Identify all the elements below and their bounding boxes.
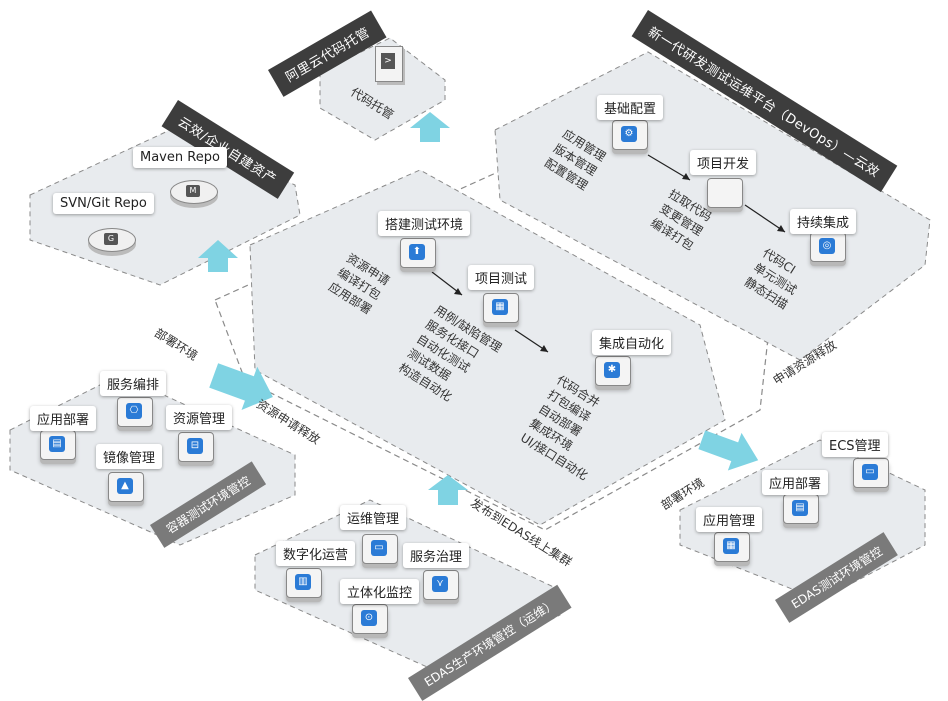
monitor-label: 立体化监控 xyxy=(340,579,420,604)
governance-label: 服务治理 xyxy=(403,543,470,568)
edas-deploy-label: 应用部署 xyxy=(762,470,829,495)
resource-icon: ⊟ xyxy=(178,432,214,466)
ci-icon: ◎ xyxy=(810,232,846,266)
monitor-icon: ⊙ xyxy=(352,604,388,638)
project-test-label: 项目测试 xyxy=(468,265,535,290)
orchestration-label: 服务编排 xyxy=(100,371,167,396)
project-dev-label: 项目开发 xyxy=(690,150,757,175)
connector-basic-to-dev xyxy=(647,154,691,181)
ci-label: 持续集成 xyxy=(790,209,857,234)
ops-label: 运维管理 xyxy=(340,505,407,530)
maven-repo-label: Maven Repo xyxy=(133,147,227,168)
ecs-label: ECS管理 xyxy=(822,432,888,457)
maven-repo-icon: M xyxy=(170,180,218,206)
project-dev-icon xyxy=(707,178,743,212)
integration-icon: ✱ xyxy=(595,356,631,390)
aliyun-repo-panel xyxy=(319,37,446,141)
edas-app-label: 应用管理 xyxy=(696,507,763,532)
image-icon: ▲ xyxy=(108,472,144,506)
build-env-icon: ⬆ xyxy=(400,238,436,272)
governance-icon: ⋎ xyxy=(423,570,459,604)
arrow-production xyxy=(428,475,468,505)
basic-config-icon: ⚙ xyxy=(612,120,648,154)
edas-app-icon: ▦ xyxy=(714,532,750,566)
digital-label: 数字化运营 xyxy=(276,541,356,566)
project-test-icon: ▦ xyxy=(483,293,519,327)
build-env-label: 搭建测试环境 xyxy=(378,211,471,236)
resource-label: 资源管理 xyxy=(166,405,233,430)
connector-dev-to-ci xyxy=(744,204,786,233)
edas-deploy-icon: ▤ xyxy=(783,494,819,528)
orchestration-icon: ⎔ xyxy=(117,397,153,431)
digital-icon: ▥ xyxy=(286,568,322,602)
svn-repo-icon: G xyxy=(88,228,136,254)
basic-config-label: 基础配置 xyxy=(597,95,664,120)
image-label: 镜像管理 xyxy=(96,444,163,469)
testing-panel xyxy=(249,169,726,526)
ecs-icon: ▭ xyxy=(853,458,889,492)
arrow-to-aliyun xyxy=(410,112,450,142)
svn-repo-label: SVN/Git Repo xyxy=(53,193,154,214)
code-repo-icon: > xyxy=(375,46,403,82)
arrow-to-self-assets xyxy=(198,240,238,272)
ops-icon: ▭ xyxy=(362,534,398,568)
container-deploy-icon: ▤ xyxy=(40,430,76,464)
integration-label: 集成自动化 xyxy=(592,330,672,355)
container-deploy-label: 应用部署 xyxy=(30,406,97,431)
arrow-container xyxy=(209,363,273,411)
arrow-edas-test xyxy=(698,430,759,471)
